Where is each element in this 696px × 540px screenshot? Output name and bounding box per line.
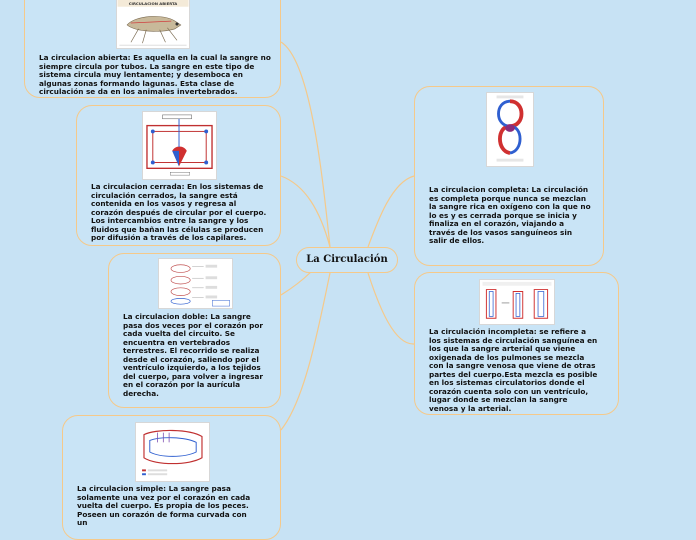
node-text: La circulacion simple: La sangre pasa so… bbox=[77, 484, 251, 527]
node-circulacion-doble[interactable]: La circulacion doble: La sangre pasa dos… bbox=[108, 253, 281, 408]
image-caption: CIRCULACION ABIERTA bbox=[129, 1, 178, 6]
complete-circulation-diagram-image bbox=[486, 92, 534, 167]
node-text: La circulacion completa: La circulación … bbox=[429, 185, 591, 245]
node-text: La circulacion abierta: Es aquella en la… bbox=[39, 53, 271, 96]
node-circulacion-cerrada[interactable]: La circulacion cerrada: En los sistemas … bbox=[76, 105, 281, 246]
node-circulacion-incompleta[interactable]: La circulación incompleta: se refiere a … bbox=[414, 272, 619, 415]
fish-circulation-diagram-image bbox=[135, 422, 210, 482]
node-text: La circulacion doble: La sangre pasa dos… bbox=[123, 312, 263, 398]
node-text: La circulacion cerrada: En los sistemas … bbox=[91, 182, 267, 242]
incomplete-circulation-diagram-image bbox=[479, 279, 555, 325]
double-circulation-diagram-image bbox=[158, 258, 233, 309]
grasshopper-diagram-image: CIRCULACION ABIERTA bbox=[116, 0, 190, 49]
closed-circulation-diagram-image bbox=[142, 111, 217, 180]
node-circulacion-completa[interactable]: La circulacion completa: La circulación … bbox=[414, 86, 604, 266]
node-circulacion-abierta[interactable]: CIRCULACION ABIERTA La circulacion abier… bbox=[24, 0, 281, 98]
node-text: La circulación incompleta: se refiere a … bbox=[429, 327, 598, 413]
central-topic[interactable]: La Circulación bbox=[296, 247, 398, 273]
node-circulacion-simple[interactable]: La circulacion simple: La sangre pasa so… bbox=[62, 415, 281, 540]
